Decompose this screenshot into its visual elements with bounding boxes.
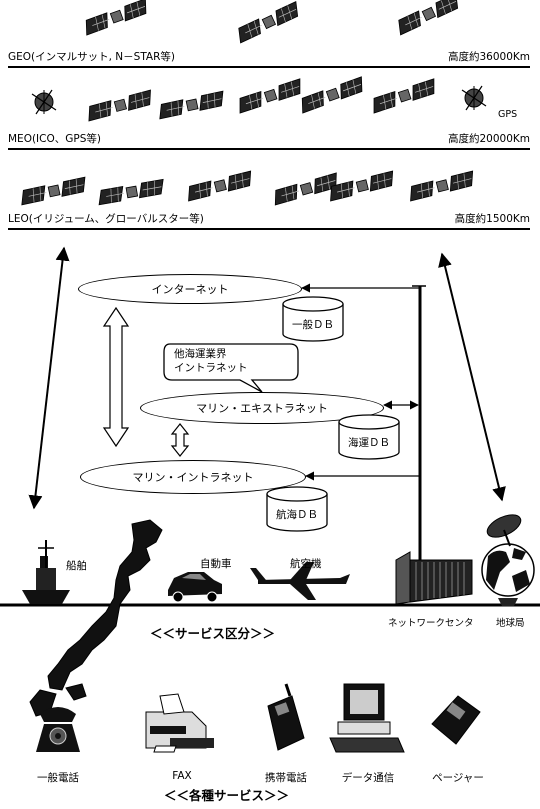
general-db-label: 一般ＤＢ [292, 319, 334, 331]
geo-altitude: 高度約36000Km [447, 51, 530, 63]
geo-satellite [234, 1, 303, 44]
airplane-icon [250, 562, 350, 600]
car-label: 自動車 [200, 558, 232, 570]
leo-satellite [96, 178, 166, 206]
callout-line-2: イントラネット [174, 362, 248, 374]
service-data-comm-label: データ通信 [341, 772, 395, 784]
service-telephone-label: 一般電話 [37, 772, 79, 784]
meo-orbit-line [8, 148, 530, 150]
earth-station-icon [481, 514, 535, 606]
navigation-db-cylinder: 航海ＤＢ [266, 486, 328, 532]
internet-oval: インターネット [78, 274, 302, 304]
services-heading: ＜＜各種サービス＞＞ [164, 788, 290, 803]
mobile-phone-icon [267, 683, 305, 751]
fax-icon [145, 693, 214, 753]
gps-label: GPS [498, 109, 518, 120]
earth-station-label: 地球局 [496, 618, 525, 629]
telephone-icon [36, 707, 80, 752]
geo-satellite [394, 0, 463, 36]
general-db-cylinder: 一般ＤＢ [282, 296, 344, 342]
geo-orbit-label: GEO(インマルサット, N－STAR等) [8, 51, 175, 63]
extranet-intranet-double-arrow [170, 423, 190, 457]
network-center-label: ネットワークセンタ [388, 618, 474, 629]
airplane-label: 航空機 [290, 558, 322, 570]
pager-icon [431, 695, 481, 745]
leo-satellite [18, 176, 89, 206]
meo-satellite [297, 76, 367, 114]
car-icon [168, 572, 222, 603]
service-mobile-label: 携帯電話 [265, 772, 307, 784]
computer-icon [329, 683, 405, 753]
meo-satellite [84, 89, 155, 122]
internet-intranet-double-arrow [102, 306, 130, 448]
leo-orbit-line [8, 228, 530, 230]
earth-station-satellite-link-arrow [438, 252, 506, 502]
shipping-db-cylinder: 海運ＤＢ [338, 414, 400, 460]
meo-altitude: 高度約20000Km [447, 133, 530, 145]
meo-satellite [235, 78, 305, 114]
geo-satellite [81, 0, 151, 36]
network-center-building [395, 551, 473, 605]
ship-satellite-link-arrow [28, 246, 70, 510]
leo-satellite [326, 170, 397, 202]
leo-satellite [271, 172, 341, 206]
leo-altitude: 高度約1500Km [454, 213, 530, 225]
service-fax-label: FAX [172, 770, 192, 782]
meo-orbit-label: MEO(ICO、GPS等) [8, 133, 101, 145]
callout-line-1: 他海運業界 [174, 348, 227, 360]
navigation-db-label: 航海ＤＢ [276, 509, 318, 521]
gps-satellite [461, 85, 487, 111]
shipping-db-label: 海運ＤＢ [348, 437, 390, 449]
service-pager-label: ページャー [432, 772, 484, 784]
callout-bubble [163, 343, 299, 393]
ship-label: 船舶 [66, 560, 87, 572]
leo-satellite [184, 170, 255, 202]
marine-intranet-oval: マリン・イントラネット [80, 460, 306, 494]
meo-globe-satellite [31, 89, 57, 115]
ship-icon [22, 540, 70, 604]
service-category-heading: ＜＜サービス区分＞＞ [150, 626, 276, 641]
meo-satellite [156, 90, 227, 120]
leo-satellite [406, 170, 477, 202]
japan-map [29, 519, 163, 717]
geo-orbit-line [8, 66, 530, 68]
meo-satellite [369, 78, 439, 114]
leo-orbit-label: LEO(イリジューム、グローバルスター等) [8, 213, 204, 225]
